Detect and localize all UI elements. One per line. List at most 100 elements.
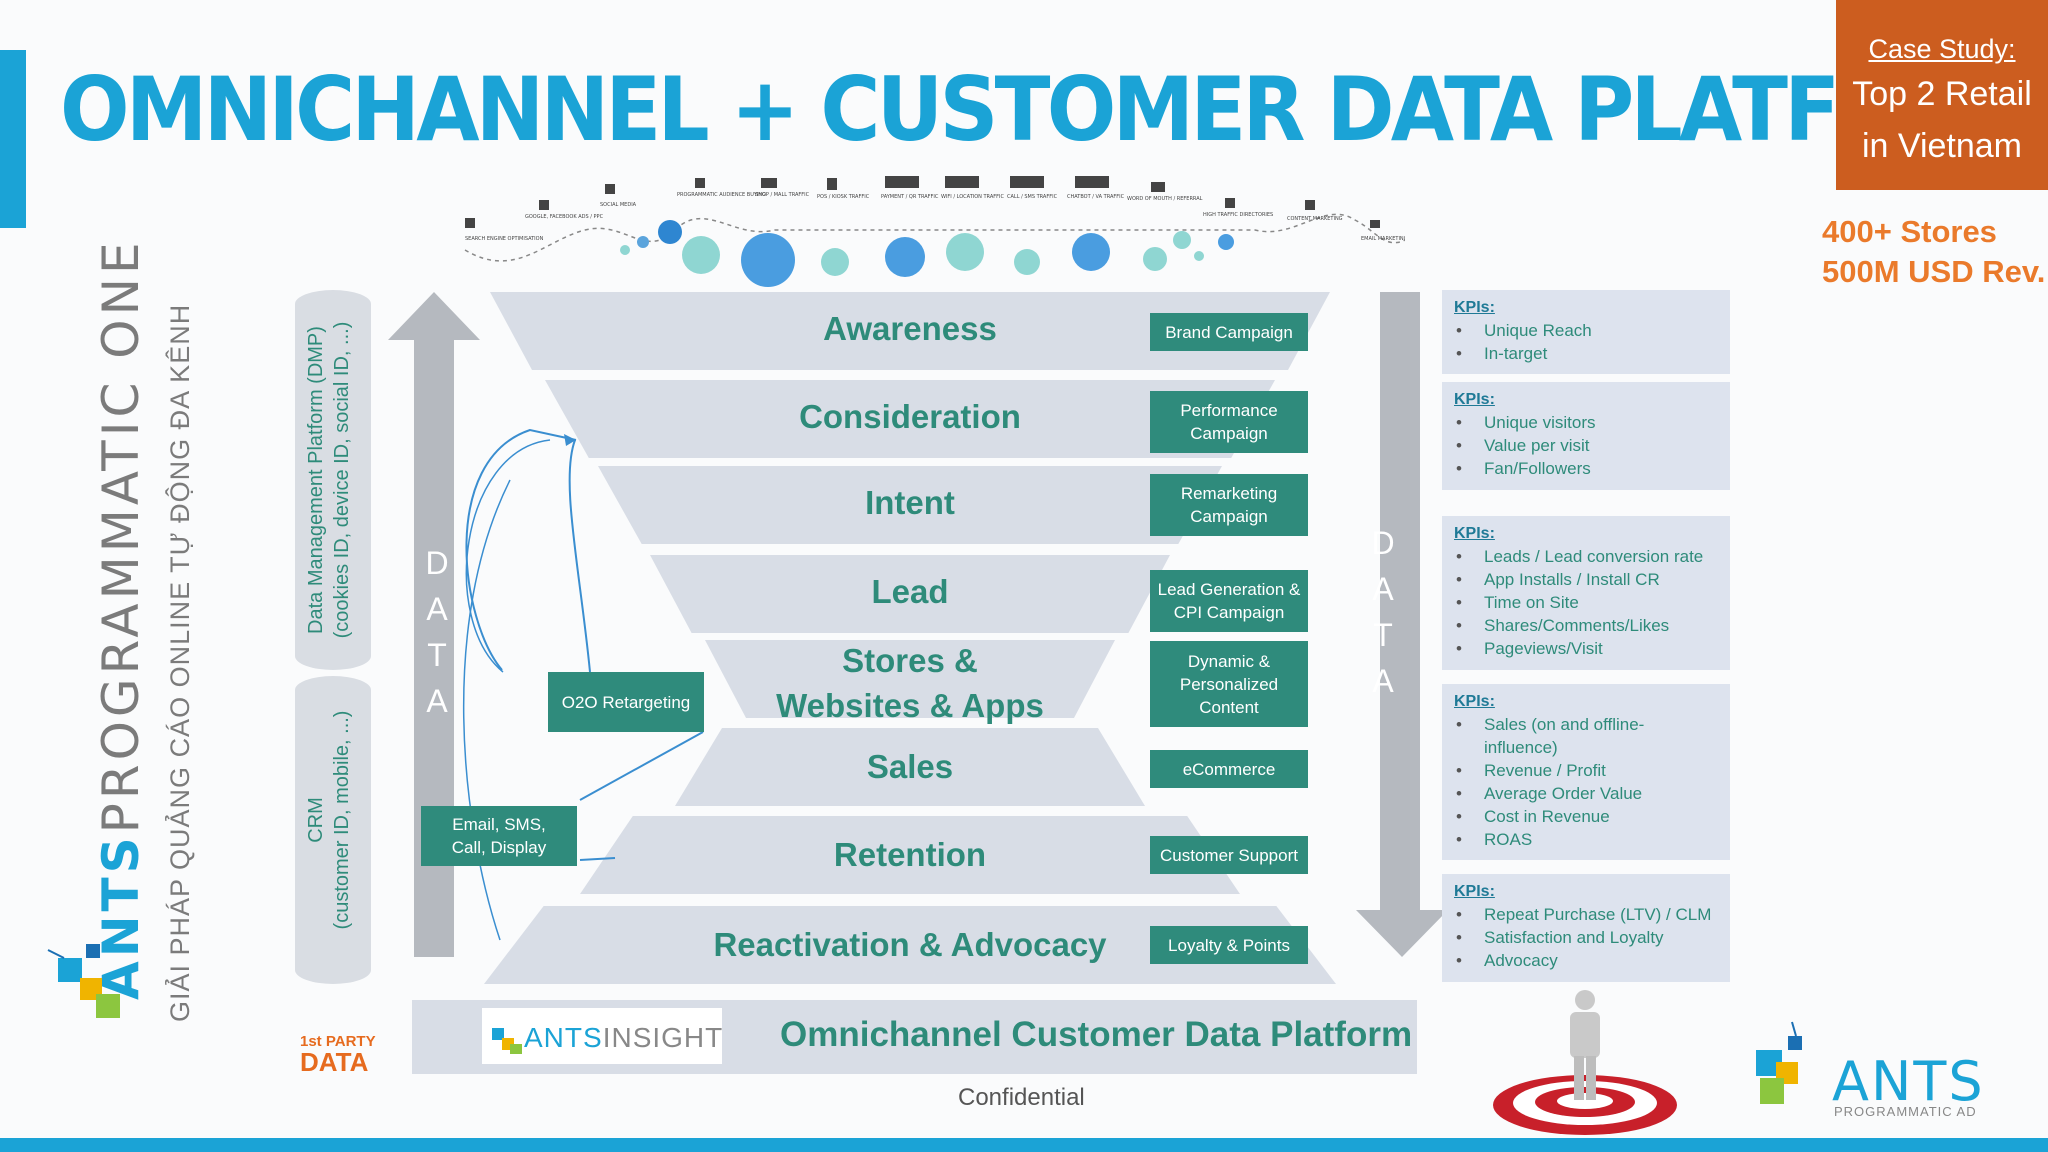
- ants-insight-cube-icon: [492, 1028, 522, 1054]
- svg-text:CALL / SMS TRAFFIC: CALL / SMS TRAFFIC: [1007, 194, 1058, 200]
- kpi-item: Unique visitors: [1456, 411, 1718, 434]
- stage-stores-line1: Stores &: [842, 642, 978, 679]
- stage-label: Retention: [833, 836, 987, 873]
- stage-label: Sales: [866, 748, 954, 785]
- stage-stores-line2: Websites & Apps: [776, 687, 1044, 724]
- kpi-heading: KPIs:: [1454, 525, 1495, 542]
- kpi-item: ROAS: [1456, 828, 1718, 851]
- svg-text:GOOGLE, FACEBOOK ADS / PPC: GOOGLE, FACEBOOK ADS / PPC: [525, 214, 604, 220]
- first-party-line2: DATA: [300, 1047, 369, 1077]
- accent-bar: [0, 50, 26, 228]
- data-label-left: DATA: [414, 545, 455, 729]
- ants-logo-text: ANTS: [1832, 1050, 1985, 1113]
- kpi-item: Satisfaction and Loyalty: [1456, 926, 1718, 949]
- stage-retention: Retention: [580, 816, 1240, 894]
- kpi-item: In-target: [1456, 342, 1718, 365]
- tag-remarketing-campaign: Remarketing Campaign: [1150, 474, 1308, 536]
- svg-text:CHATBOT / VA TRAFFIC: CHATBOT / VA TRAFFIC: [1067, 194, 1125, 200]
- svg-text:PROGRAMMATIC AUDIENCE BUYING: PROGRAMMATIC AUDIENCE BUYING: [677, 192, 766, 198]
- kpi-item: Unique Reach: [1456, 319, 1718, 342]
- kpi-heading: KPIs:: [1454, 693, 1495, 710]
- kpi-box-awareness: KPIs: Unique Reach In-target: [1442, 290, 1730, 374]
- stage-label: Awareness: [823, 310, 997, 347]
- tag-customer-support: Customer Support: [1150, 836, 1308, 874]
- dmp-subtitle: (cookies ID, device ID, social ID, ...): [331, 321, 353, 639]
- kpi-item: Time on Site: [1456, 591, 1718, 614]
- insight-wordmark: ANTSINSIGHT: [524, 1022, 723, 1054]
- case-study-line1: Top 2 Retail: [1852, 75, 2032, 113]
- kpi-item: Sales (on and offline-influence): [1456, 713, 1718, 759]
- data-down-arrow-icon: [1356, 292, 1448, 957]
- channels-strip: SEARCH ENGINE OPTIMISATION GOOGLE, FACEB…: [464, 176, 1405, 287]
- first-party-data-logo: 1st PARTY DATA: [300, 1032, 376, 1077]
- kpi-box-sales: KPIs: Sales (on and offline-influence) R…: [1442, 684, 1730, 860]
- kpi-item: Revenue / Profit: [1456, 759, 1718, 782]
- kpi-item: Shares/Comments/Likes: [1456, 614, 1718, 637]
- brand-vertical: ANTSPROGRAMMATIC ONE: [92, 238, 150, 1000]
- kpi-item: Repeat Purchase (LTV) / CLM: [1456, 903, 1718, 926]
- svg-text:EMAIL MARKETING: EMAIL MARKETING: [1361, 236, 1405, 242]
- cdp-title: Omnichannel Customer Data Platform: [780, 1015, 1413, 1054]
- brand-programmatic-one: PROGRAMMATIC ONE: [92, 238, 150, 834]
- stage-stores: [705, 640, 1115, 718]
- kpi-item: Advocacy: [1456, 949, 1718, 972]
- kpi-box-lead: KPIs: Leads / Lead conversion rate App I…: [1442, 516, 1730, 670]
- stage-lead: Lead: [650, 555, 1170, 633]
- ants-cube-logo-icon: [47, 944, 120, 1018]
- case-study-box: Case Study: Top 2 Retail in Vietnam: [1836, 0, 2048, 190]
- stage-label: Consideration: [799, 398, 1021, 435]
- crm-cylinder: [295, 676, 371, 984]
- page-title: OMNICHANNEL + CUSTOMER DATA PLATFORM: [60, 58, 2043, 161]
- stage-sales: Sales: [675, 728, 1145, 806]
- svg-text:HIGH TRAFFIC DIRECTORIES: HIGH TRAFFIC DIRECTORIES: [1203, 212, 1273, 218]
- stage-label: Lead: [871, 573, 949, 610]
- tag-dynamic-content: Dynamic & Personalized Content: [1150, 641, 1308, 727]
- confidential-label: Confidential: [958, 1084, 1085, 1111]
- kpi-item: Fan/Followers: [1456, 457, 1718, 480]
- brand-tagline: GIẢI PHÁP QUẢNG CÁO ONLINE TỰ ĐỘNG ĐA KÊ…: [165, 303, 195, 1022]
- crm-label: CRM (customer ID, mobile, ...): [303, 680, 355, 960]
- stat-stores: 400+ Stores: [1822, 214, 1997, 249]
- svg-text:PAYMENT / QR TRAFFIC: PAYMENT / QR TRAFFIC: [881, 194, 939, 200]
- insight-ants: ANTS: [524, 1022, 603, 1053]
- stage-stores-label: Stores & Websites & Apps: [700, 638, 1120, 728]
- kpi-item: Value per visit: [1456, 434, 1718, 457]
- tag-brand-campaign: Brand Campaign: [1150, 313, 1308, 351]
- tag-ecommerce: eCommerce: [1150, 750, 1308, 788]
- tag-performance-campaign: Performance Campaign: [1150, 391, 1308, 453]
- kpi-heading: KPIs:: [1454, 391, 1495, 408]
- kpi-box-consideration: KPIs: Unique visitors Value per visit Fa…: [1442, 382, 1730, 490]
- data-text-left: DATA: [419, 545, 455, 729]
- stage-intent: Intent: [598, 466, 1222, 544]
- dmp-label: Data Management Platform (DMP) (cookies …: [303, 305, 355, 655]
- crm-title: CRM: [305, 797, 327, 843]
- bottom-bar: [0, 1138, 2048, 1152]
- ants-logo-sub: PROGRAMMATIC AD: [1834, 1104, 1977, 1119]
- kpi-item: Cost in Revenue: [1456, 805, 1718, 828]
- case-study-line2: in Vietnam: [1861, 127, 2023, 165]
- ants-insight-logo: ANTSINSIGHT: [482, 1008, 722, 1064]
- kpi-heading: KPIs:: [1454, 299, 1495, 316]
- stage-label: Reactivation & Advocacy: [713, 926, 1107, 963]
- ants-logo-icon: [1756, 1021, 1802, 1104]
- crm-subtitle: (customer ID, mobile, ...): [331, 710, 353, 930]
- tag-loyalty-points: Loyalty & Points: [1150, 926, 1308, 964]
- kpi-item: Average Order Value: [1456, 782, 1718, 805]
- dmp-title: Data Management Platform (DMP): [305, 326, 327, 634]
- svg-text:SHOP / MALL TRAFFIC: SHOP / MALL TRAFFIC: [755, 192, 810, 198]
- tag-lead-generation: Lead Generation & CPI Campaign: [1150, 570, 1308, 632]
- svg-text:WIFI / LOCATION TRAFFIC: WIFI / LOCATION TRAFFIC: [941, 194, 1004, 200]
- kpi-item: Pageviews/Visit: [1456, 637, 1718, 660]
- email-sms-box: Email, SMS, Call, Display: [421, 806, 577, 866]
- svg-text:POS / KIOSK TRAFFIC: POS / KIOSK TRAFFIC: [817, 194, 870, 200]
- kpi-box-retention: KPIs: Repeat Purchase (LTV) / CLM Satisf…: [1442, 874, 1730, 982]
- stat-revenue: 500M USD Rev.: [1822, 254, 2046, 289]
- dmp-cylinder: [295, 290, 371, 670]
- kpi-item: App Installs / Install CR: [1456, 568, 1718, 591]
- o2o-retargeting-box: O2O Retargeting: [548, 672, 704, 732]
- data-text-right: DATA: [1365, 525, 1401, 709]
- insight-word: INSIGHT: [602, 1022, 724, 1053]
- kpi-heading: KPIs:: [1454, 883, 1495, 900]
- case-study-label: Case Study:: [1868, 34, 2016, 64]
- data-up-arrow-icon: [388, 292, 480, 957]
